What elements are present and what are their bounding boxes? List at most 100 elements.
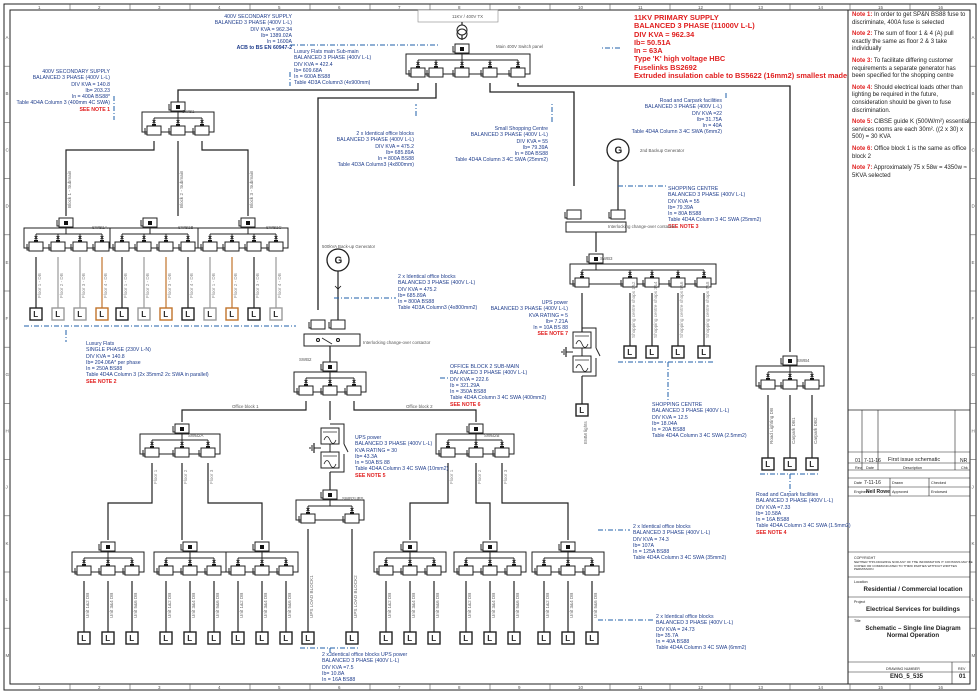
annotation-line: Table 4D4A Column 3 4C SWA (10mm2) bbox=[355, 466, 449, 473]
fuse-icon bbox=[142, 235, 146, 240]
annotation-line: KVA RATING = 30 bbox=[355, 447, 398, 454]
office-mains-contactor bbox=[310, 319, 326, 330]
floor-db-label: Floor 4 - DB bbox=[189, 273, 194, 298]
annotation-line: 400V SECONDARY SUPPLY bbox=[42, 69, 110, 75]
outgoing-breaker bbox=[454, 67, 470, 78]
floor-load bbox=[225, 307, 239, 321]
load-symbol: L bbox=[163, 634, 168, 643]
unit-db-label: Unit 3&4 DB bbox=[191, 593, 196, 618]
bypass-line bbox=[582, 327, 597, 348]
road-label: Road Lighting DB bbox=[769, 408, 774, 444]
copyright-text: NEITHER THIS DRAWING NOR ANY OF THE INFO… bbox=[854, 560, 973, 572]
annotation-line: Luxury Flats main Sub-main bbox=[294, 49, 359, 55]
fuse-icon bbox=[512, 559, 516, 564]
floor-db-label: Floor 1 - DB bbox=[211, 273, 216, 298]
annotation-line: In = 400A BS88* bbox=[71, 94, 110, 101]
outgoing-breaker bbox=[72, 241, 88, 252]
floor-db-label: Floor 2 - DB bbox=[233, 273, 238, 298]
swb2-label: SWB2 bbox=[299, 357, 312, 362]
breaker-hook bbox=[424, 568, 427, 575]
fuse-icon bbox=[284, 559, 288, 564]
fuse-icon bbox=[464, 559, 468, 564]
annotation-line: Ib= 43.3A bbox=[355, 453, 378, 460]
bypass-line bbox=[582, 358, 597, 377]
load-symbol: L bbox=[305, 634, 310, 643]
breaker-hook bbox=[564, 212, 567, 219]
fuse-icon bbox=[488, 61, 492, 66]
note-6: Note 6: Office block 1 is the same as of… bbox=[852, 145, 967, 160]
junction-dot bbox=[328, 493, 332, 497]
breaker-hook bbox=[228, 568, 231, 575]
fuse-icon bbox=[650, 271, 654, 276]
outgoing-breaker bbox=[428, 67, 444, 78]
row-marker: E bbox=[6, 260, 9, 265]
see-note-label: SEE NOTE 5 bbox=[355, 472, 386, 479]
column-marker: 11 bbox=[638, 685, 643, 690]
fuse-icon bbox=[702, 271, 706, 276]
diode-icon bbox=[334, 285, 342, 290]
annotation-line: DIV KVA = 475.2 bbox=[398, 286, 437, 293]
annotation-line: Road and Carpark facilities bbox=[756, 492, 819, 498]
annotation-line: Table 4D4A Column 3 4C SWA (1.5mm2) bbox=[756, 523, 851, 530]
title-label: Title bbox=[854, 619, 861, 623]
annotation-line: Table 4D4A Column 3 4C SWA (2.5mm2) bbox=[652, 433, 747, 440]
unit-db-label: Unit 1&2 DB bbox=[85, 593, 90, 618]
annotation-line: In = 16A BS88 bbox=[756, 517, 790, 524]
junction-dot bbox=[488, 545, 492, 549]
fuse-icon bbox=[766, 373, 770, 378]
unit-load bbox=[77, 631, 91, 645]
note-7: Note 7: Approximately 75 x 58w = 4350w ≈… bbox=[852, 165, 967, 179]
load-symbol: L bbox=[235, 634, 240, 643]
breaker-hook bbox=[534, 568, 537, 575]
fuse-icon bbox=[164, 235, 168, 240]
see-note-label: SEE NOTE 4 bbox=[756, 529, 787, 536]
floor-db-label: Floor 3 - DB bbox=[255, 273, 260, 298]
fuse-icon bbox=[212, 559, 216, 564]
fuse-icon bbox=[176, 119, 180, 124]
location-label: Location bbox=[854, 580, 868, 584]
outgoing-breaker bbox=[804, 379, 820, 390]
row-marker: D bbox=[972, 204, 976, 209]
breaker-hook bbox=[642, 280, 645, 287]
shop-load bbox=[645, 345, 659, 359]
fuse-icon bbox=[180, 441, 184, 446]
see-note-label: SEE NOTE 1 bbox=[79, 106, 110, 113]
primary-line: Ib= 50.51A bbox=[634, 37, 671, 47]
changeover-switch bbox=[321, 337, 333, 345]
breaker-hook bbox=[466, 450, 469, 457]
outgoing-breaker bbox=[300, 513, 316, 524]
load-symbol: L bbox=[185, 310, 190, 319]
fuse-icon bbox=[500, 441, 504, 446]
annotation-line: 2 x Identical office blocks bbox=[356, 131, 414, 137]
shop-load bbox=[697, 345, 711, 359]
annotation-line: BALANCED 3 PHASE (400V L-L) bbox=[756, 498, 834, 505]
fuse-icon bbox=[590, 559, 594, 564]
fuse-icon bbox=[488, 559, 492, 564]
shop-label: Shopping centre shops 7&8 bbox=[705, 281, 710, 338]
approved-label: Approved bbox=[892, 490, 909, 494]
office-ups bbox=[320, 427, 340, 445]
annotation-line: Ib= 609.68A bbox=[294, 67, 323, 74]
fuse-icon bbox=[432, 559, 436, 564]
ups-load-label: UPS LOAD BLOCK1 bbox=[309, 575, 314, 618]
floor-load bbox=[51, 307, 65, 321]
annotation-line: BALANCED 3 PHASE (400V L-L) bbox=[470, 132, 548, 139]
outgoing-breaker bbox=[378, 565, 394, 576]
generator-symbol: G bbox=[335, 256, 343, 267]
rev-number: 01 bbox=[855, 458, 861, 464]
row-marker: J bbox=[6, 485, 8, 490]
note-4: Note 4: Should electrical loads other th… bbox=[852, 84, 963, 114]
annotation-line: DIV KVA = 962.34 bbox=[250, 26, 292, 33]
road-load bbox=[805, 457, 819, 471]
title-line-1: Schematic – Single line Diagram bbox=[865, 625, 961, 632]
annotation-line: DIV KVA = 24.73 bbox=[656, 626, 695, 633]
row-marker: M bbox=[6, 653, 10, 658]
outgoing-breaker bbox=[402, 565, 418, 576]
drawing-number: ENG_5_535 bbox=[890, 674, 924, 680]
fuse-icon bbox=[352, 379, 356, 384]
